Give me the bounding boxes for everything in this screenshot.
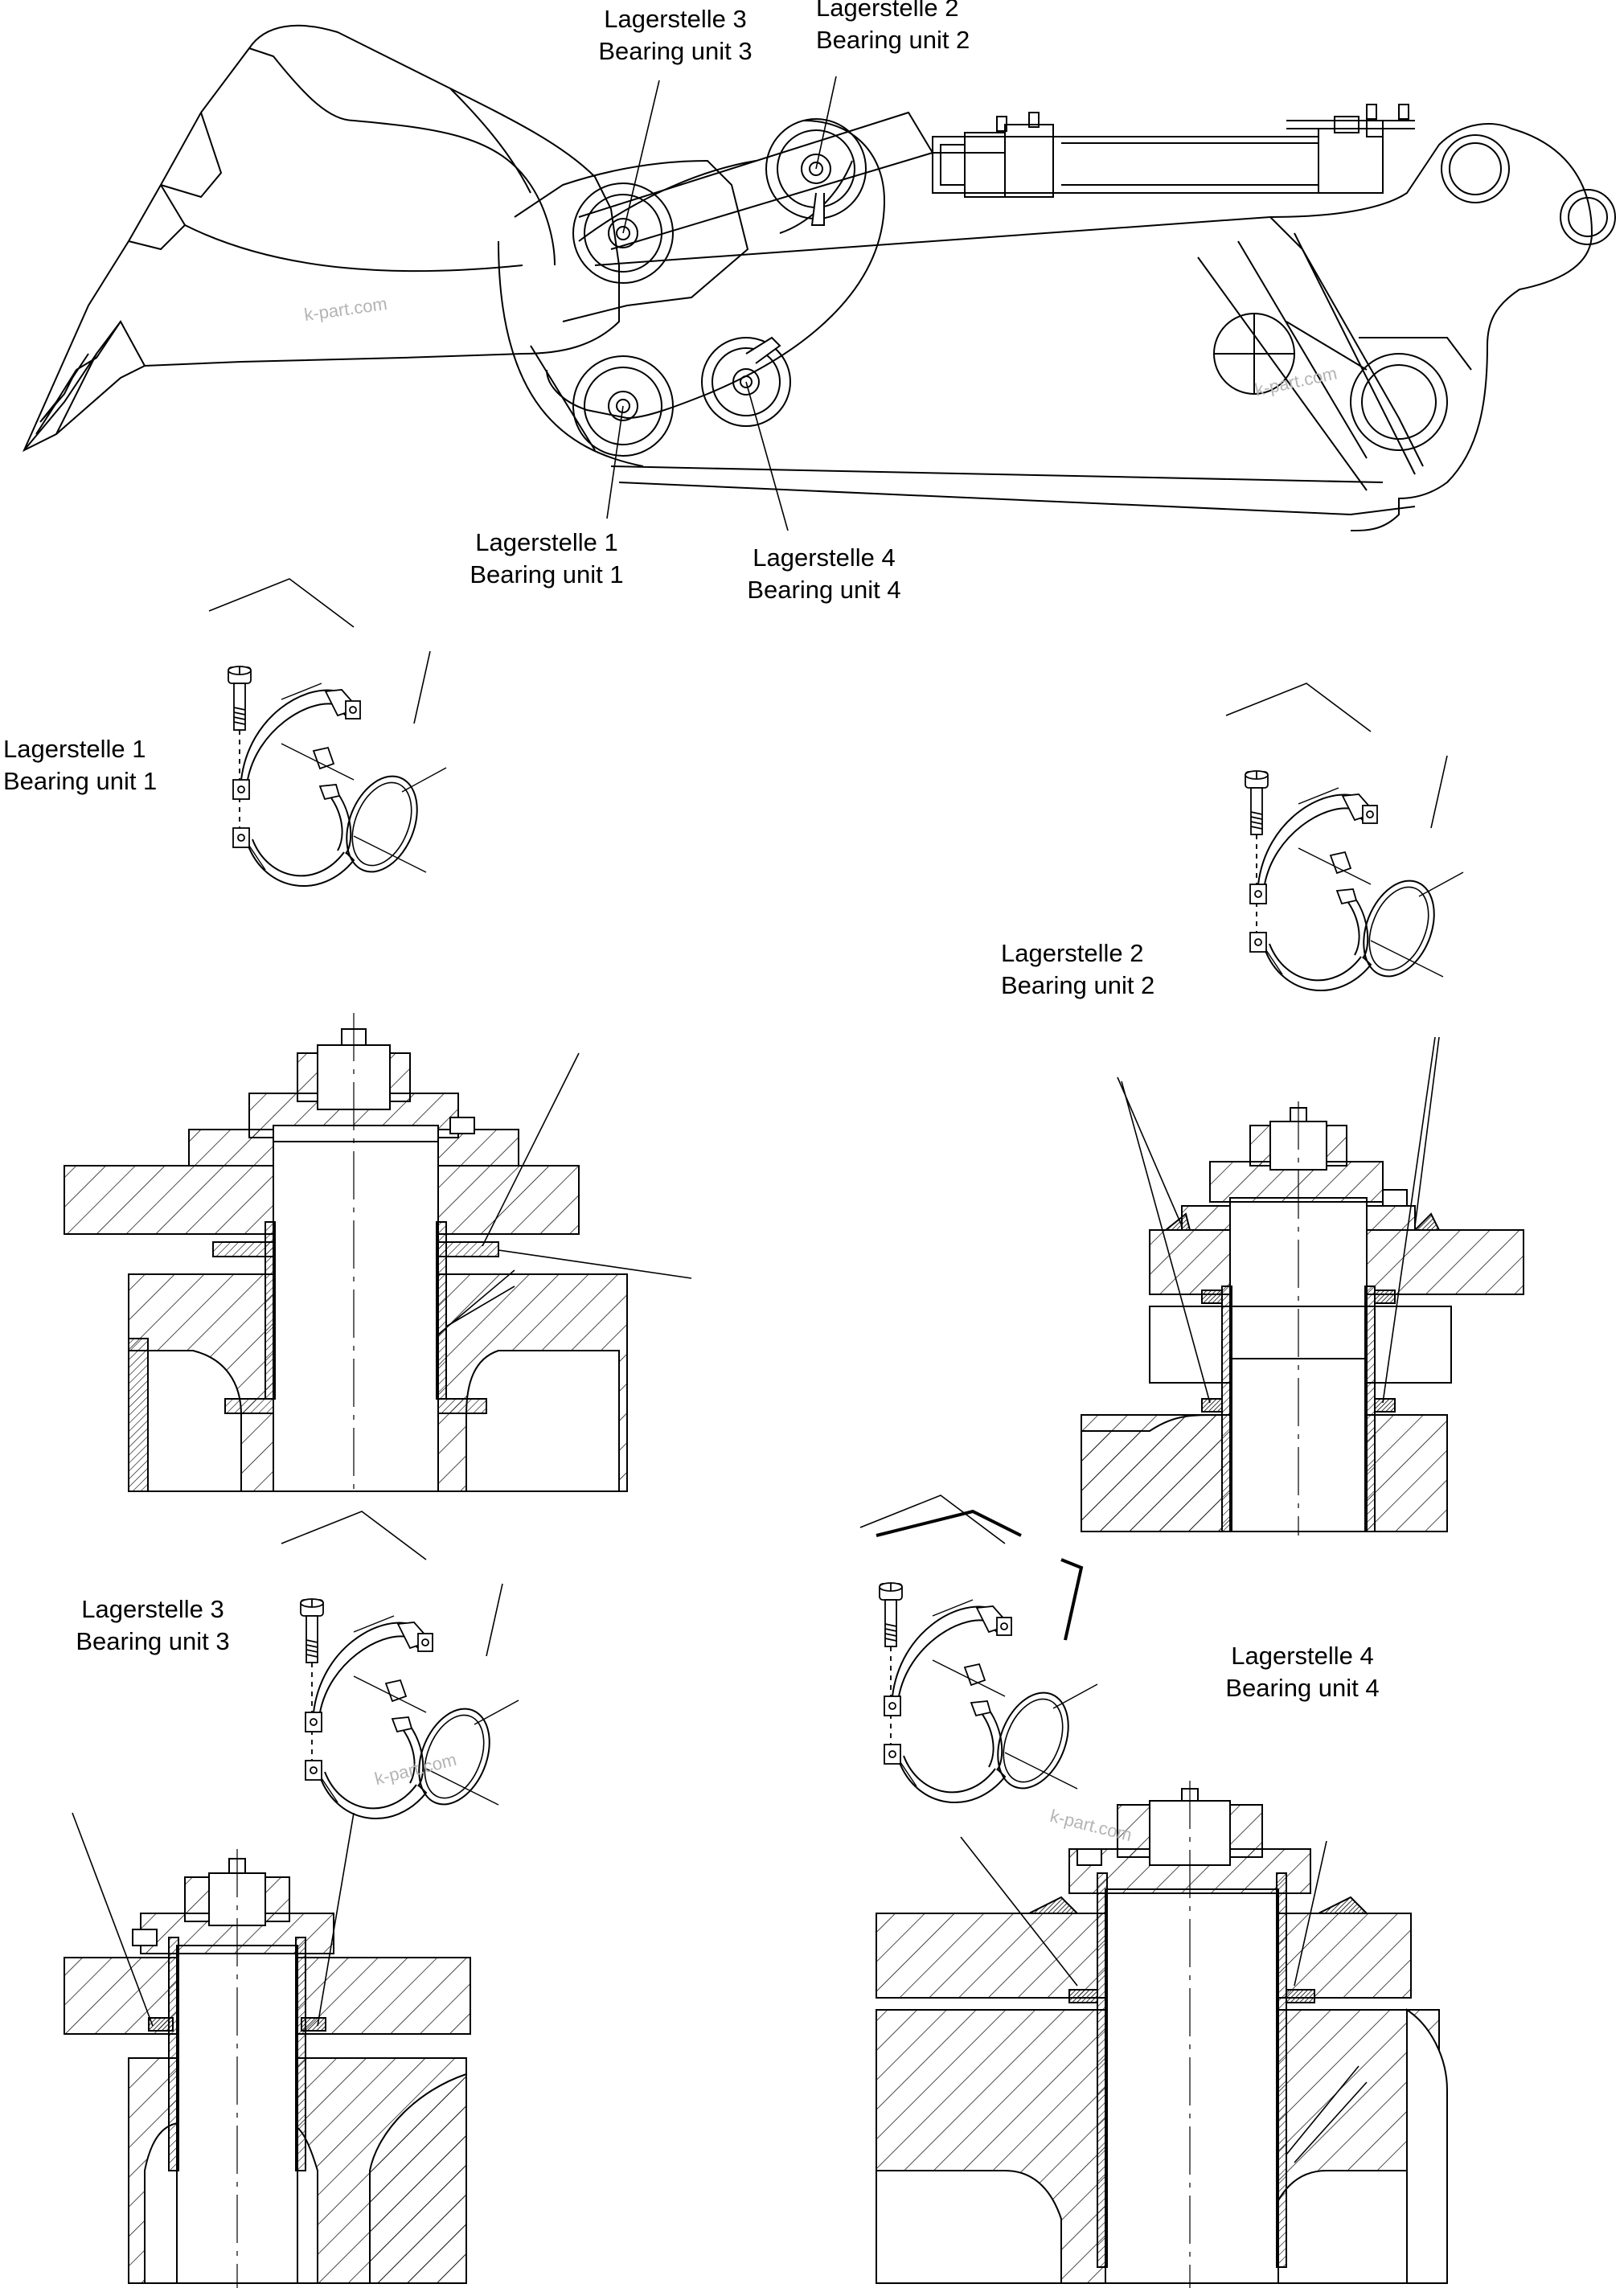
detail-1-clamp-assembly (208, 578, 447, 888)
callout-bearing-unit-3-de: Lagerstelle 3 (604, 5, 747, 33)
detail-label-bearing-unit-4-en: Bearing unit 4 (1225, 1674, 1380, 1702)
detail-4-clamp-assembly (859, 1495, 1098, 1804)
detail-1-section (64, 1013, 692, 1495)
detail-label-bearing-unit-3-de: Lagerstelle 3 (81, 1595, 224, 1623)
callout-bearing-unit-2-de: Lagerstelle 2 (816, 0, 959, 22)
callout-bearing-unit-3: Lagerstelle 3 Bearing unit 3 (591, 3, 760, 68)
detail-label-bearing-unit-4: Lagerstelle 4 Bearing unit 4 (1214, 1640, 1391, 1704)
detail-label-bearing-unit-2: Lagerstelle 2 Bearing unit 2 (1001, 937, 1154, 1002)
detail-2-clamp-assembly (1225, 683, 1464, 992)
detail-2-section (1081, 1036, 1524, 1536)
callout-bearing-unit-1: Lagerstelle 1 Bearing unit 1 (462, 527, 631, 591)
detail-label-bearing-unit-3: Lagerstelle 3 Bearing unit 3 (68, 1593, 237, 1658)
callout-bearing-unit-4-de: Lagerstelle 4 (753, 543, 896, 572)
detail-label-bearing-unit-2-en: Bearing unit 2 (1001, 971, 1155, 999)
detail-label-bearing-unit-2-de: Lagerstelle 2 (1001, 939, 1144, 967)
detail-4-section (876, 1781, 1448, 2288)
detail-label-bearing-unit-3-en: Bearing unit 3 (76, 1627, 230, 1655)
callout-bearing-unit-4-en: Bearing unit 4 (747, 576, 901, 604)
callout-bearing-unit-1-de: Lagerstelle 1 (475, 528, 618, 556)
callout-bearing-unit-3-en: Bearing unit 3 (598, 37, 753, 65)
callout-bearing-unit-1-en: Bearing unit 1 (470, 560, 624, 588)
detail-3-section (64, 1812, 471, 2288)
detail-label-bearing-unit-1: Lagerstelle 1 Bearing unit 1 (3, 733, 157, 798)
detail-label-bearing-unit-1-en: Bearing unit 1 (3, 767, 158, 795)
detail-label-bearing-unit-1-de: Lagerstelle 1 (3, 735, 146, 763)
callout-bearing-unit-4: Lagerstelle 4 Bearing unit 4 (736, 542, 912, 606)
callout-bearing-unit-2: Lagerstelle 2 Bearing unit 2 (816, 0, 970, 56)
detail-label-bearing-unit-4-de: Lagerstelle 4 (1231, 1642, 1374, 1670)
callout-bearing-unit-2-en: Bearing unit 2 (816, 26, 970, 54)
arm-overview (22, 24, 1616, 531)
